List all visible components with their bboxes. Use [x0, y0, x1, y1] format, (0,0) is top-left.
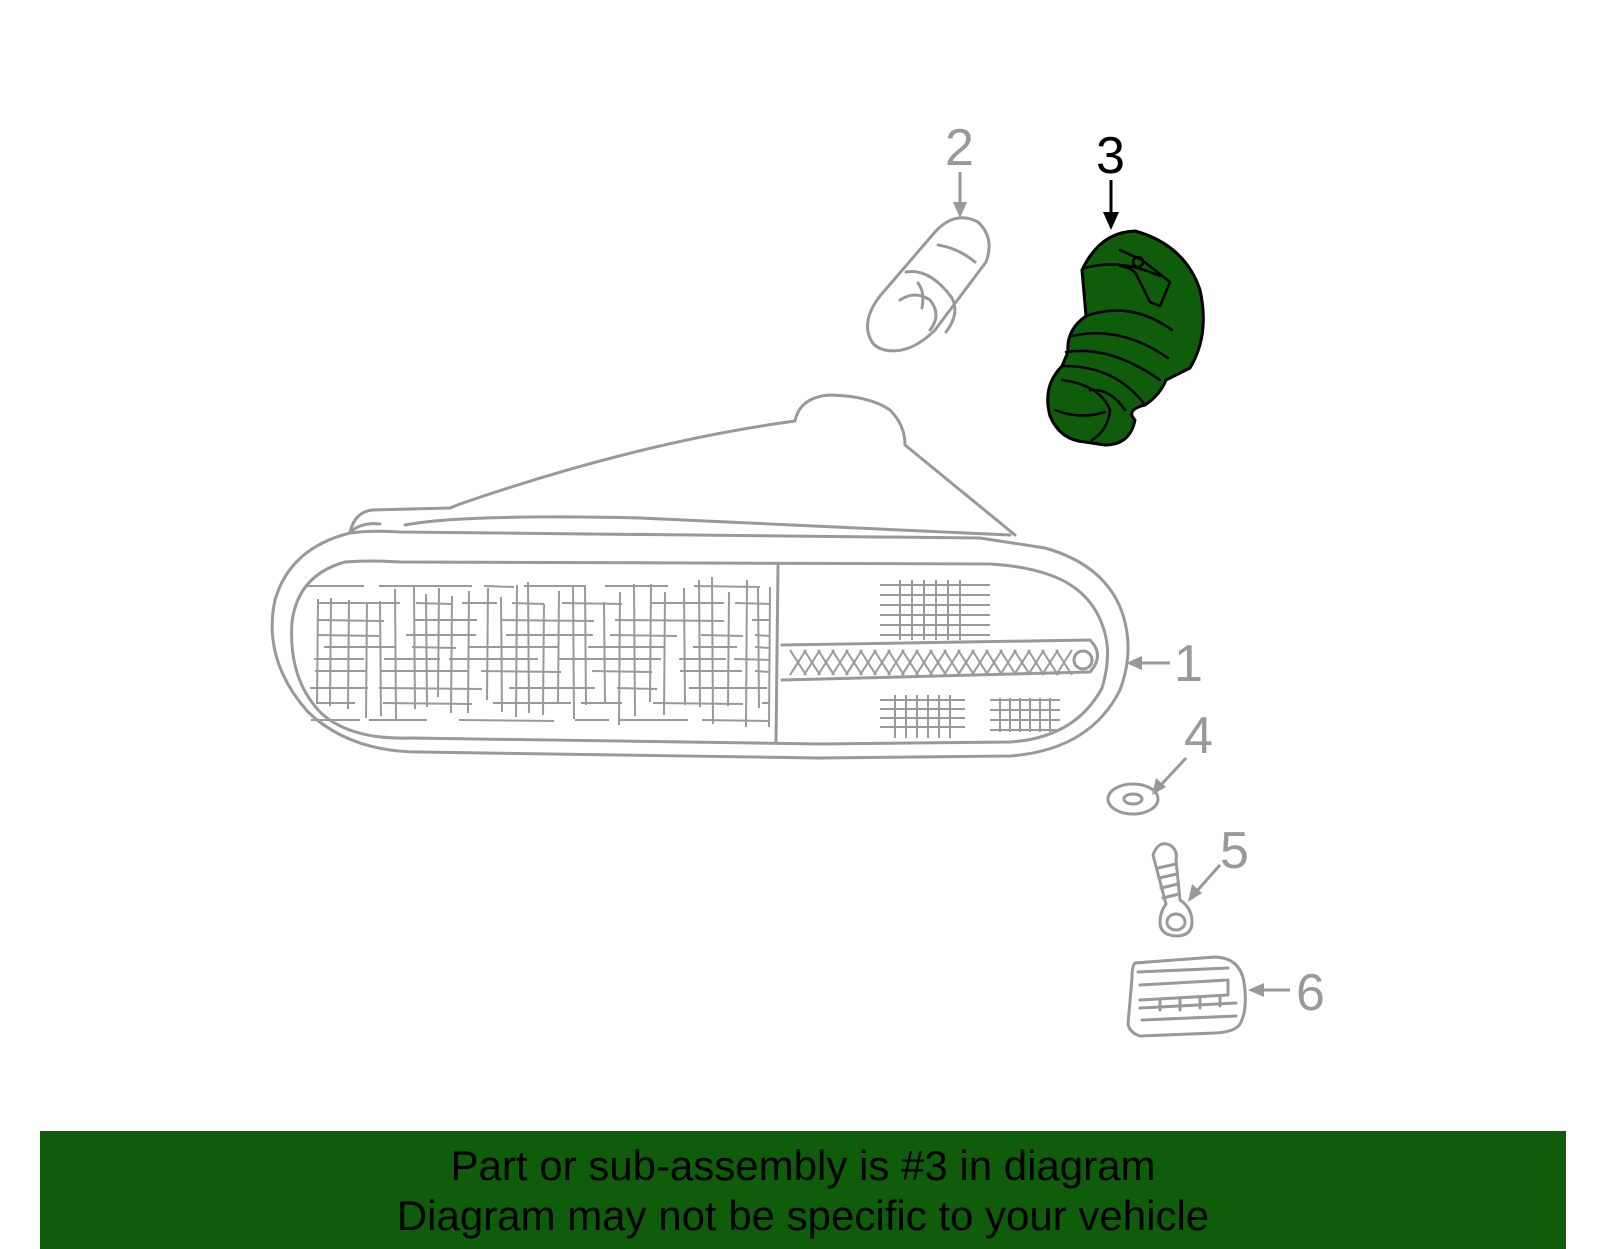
info-banner: Part or sub-assembly is #3 in diagram Di… [40, 1131, 1566, 1249]
bolt [1151, 842, 1194, 938]
callout-label-2: 2 [945, 119, 974, 177]
lamp-assembly [270, 393, 1130, 760]
bracket [1126, 955, 1247, 1038]
callout-label-1: 1 [1174, 635, 1203, 693]
lens-grid-right [880, 580, 1060, 738]
banner-line-disclaimer: Diagram may not be specific to your vehi… [396, 1192, 1210, 1239]
callout-arrow-6 [1248, 983, 1290, 997]
callout-arrow-2 [953, 172, 967, 218]
callout-arrow-5 [1188, 864, 1222, 902]
banner-line-part: Part or sub-assembly is #3 in diagram [450, 1142, 1156, 1189]
callout-arrow-4 [1152, 756, 1188, 795]
callout-label-3: 3 [1096, 127, 1125, 185]
cross-pattern [789, 649, 1073, 676]
callout-label-4: 4 [1184, 707, 1213, 765]
bulb-socket [1046, 229, 1205, 447]
callout-label-5: 5 [1220, 822, 1249, 880]
callout-arrow-1 [1126, 656, 1170, 670]
washer [1106, 782, 1160, 816]
lens-grid [306, 576, 771, 728]
callout-label-6: 6 [1296, 964, 1325, 1022]
bulb [866, 216, 991, 353]
callout-arrow-3 [1103, 180, 1119, 230]
